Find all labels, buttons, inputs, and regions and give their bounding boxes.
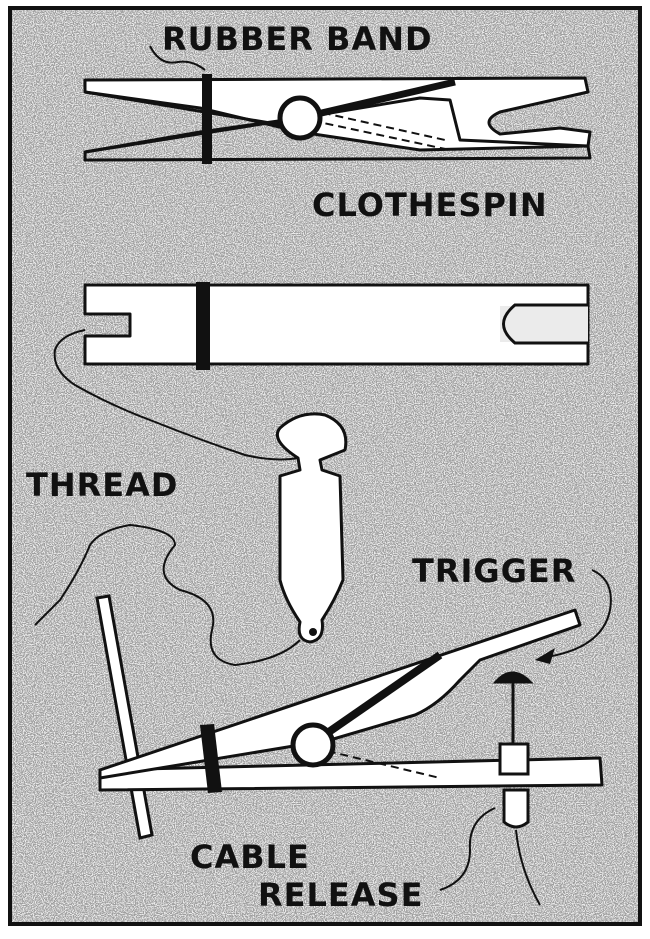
- trigger-leader: [539, 569, 612, 659]
- rubber-band-mark: [202, 74, 212, 164]
- cable-release: [492, 671, 541, 906]
- label-cable: CABLE: [190, 838, 310, 876]
- rubber-band-half: [196, 282, 210, 370]
- plunger-body: [502, 788, 530, 829]
- plunger-head: [492, 671, 534, 684]
- clothespin-open: [98, 608, 604, 793]
- label-rubber-band: RUBBER BAND: [162, 20, 433, 58]
- clothespin-half-notch-fill: [500, 306, 588, 342]
- open-spring-upper: [307, 651, 443, 749]
- open-upper-jaw: [98, 608, 582, 780]
- spring-wire-upper: [299, 78, 456, 122]
- open-lower-jaw: [98, 756, 604, 792]
- label-trigger: TRIGGER: [412, 552, 576, 590]
- open-spring-coil: [290, 722, 336, 768]
- spring-coil: [277, 95, 323, 141]
- plunger-sleeve: [498, 742, 530, 776]
- clothespin-half: [83, 282, 590, 370]
- open-rubber-band: [200, 724, 222, 793]
- label-thread: THREAD: [26, 466, 178, 504]
- cable-leader: [439, 807, 496, 891]
- thread-upper: [53, 329, 299, 461]
- trigger-piece: [275, 412, 348, 644]
- rubber-band-leader: [149, 45, 206, 71]
- cable-wire: [515, 829, 541, 906]
- thread-lower: [34, 523, 301, 667]
- label-clothespin: CLOTHESPIN: [312, 186, 548, 224]
- label-release: RELEASE: [258, 876, 423, 914]
- open-spring-lower: [314, 747, 441, 779]
- trigger-arrow: [535, 648, 555, 664]
- trigger-hole: [309, 628, 317, 636]
- clothespin-closed: [83, 74, 592, 164]
